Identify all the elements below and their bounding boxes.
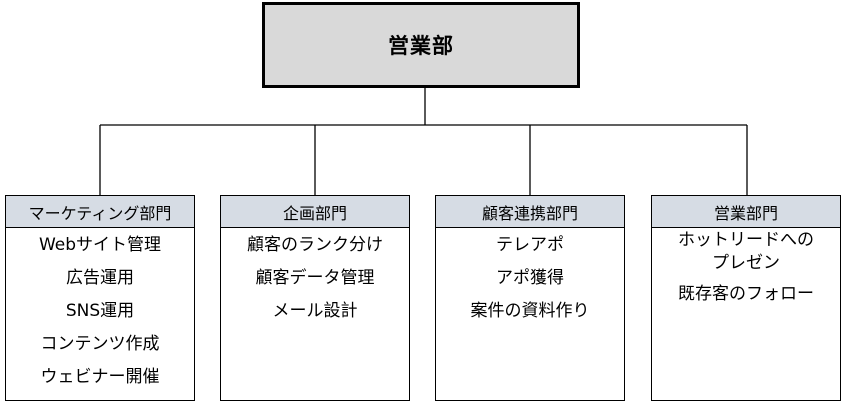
task-item: Webサイト管理: [38, 235, 162, 255]
task-item: コンテンツ作成: [40, 334, 160, 354]
department-box-planning: 企画部門 顧客のランク分け 顧客データ管理 メール設計: [220, 195, 410, 401]
task-item: ホットリードへの プレゼン: [678, 230, 814, 273]
department-box-marketing: マーケティング部門 Webサイト管理 広告運用 SNS運用 コンテンツ作成 ウェ…: [5, 195, 195, 401]
task-item: SNS運用: [65, 301, 135, 321]
root-node-label: 営業部: [388, 34, 454, 58]
task-item: テレアポ: [496, 235, 564, 255]
department-header: 営業部門: [652, 196, 840, 228]
task-item: 案件の資料作り: [470, 301, 590, 321]
department-task-list: テレアポ アポ獲得 案件の資料作り: [436, 228, 624, 323]
department-box-sales: 営業部門 ホットリードへの プレゼン 既存客のフォロー: [651, 195, 841, 401]
task-item: メール設計: [272, 301, 358, 321]
department-box-customer-relations: 顧客連携部門 テレアポ アポ獲得 案件の資料作り: [435, 195, 625, 401]
department-task-list: 顧客のランク分け 顧客データ管理 メール設計: [221, 228, 409, 323]
department-task-list: ホットリードへの プレゼン 既存客のフォロー: [652, 228, 840, 306]
task-item: 既存客のフォロー: [678, 284, 814, 304]
task-item: ウェビナー開催: [40, 367, 160, 387]
department-task-list: Webサイト管理 広告運用 SNS運用 コンテンツ作成 ウェビナー開催: [6, 228, 194, 389]
department-header: マーケティング部門: [6, 196, 194, 228]
department-header: 企画部門: [221, 196, 409, 228]
department-header: 顧客連携部門: [436, 196, 624, 228]
root-node: 営業部: [262, 2, 580, 88]
task-item: 顧客のランク分け: [247, 235, 383, 255]
task-item: アポ獲得: [496, 268, 564, 288]
task-item: 顧客データ管理: [255, 268, 375, 288]
task-item: 広告運用: [66, 268, 134, 288]
